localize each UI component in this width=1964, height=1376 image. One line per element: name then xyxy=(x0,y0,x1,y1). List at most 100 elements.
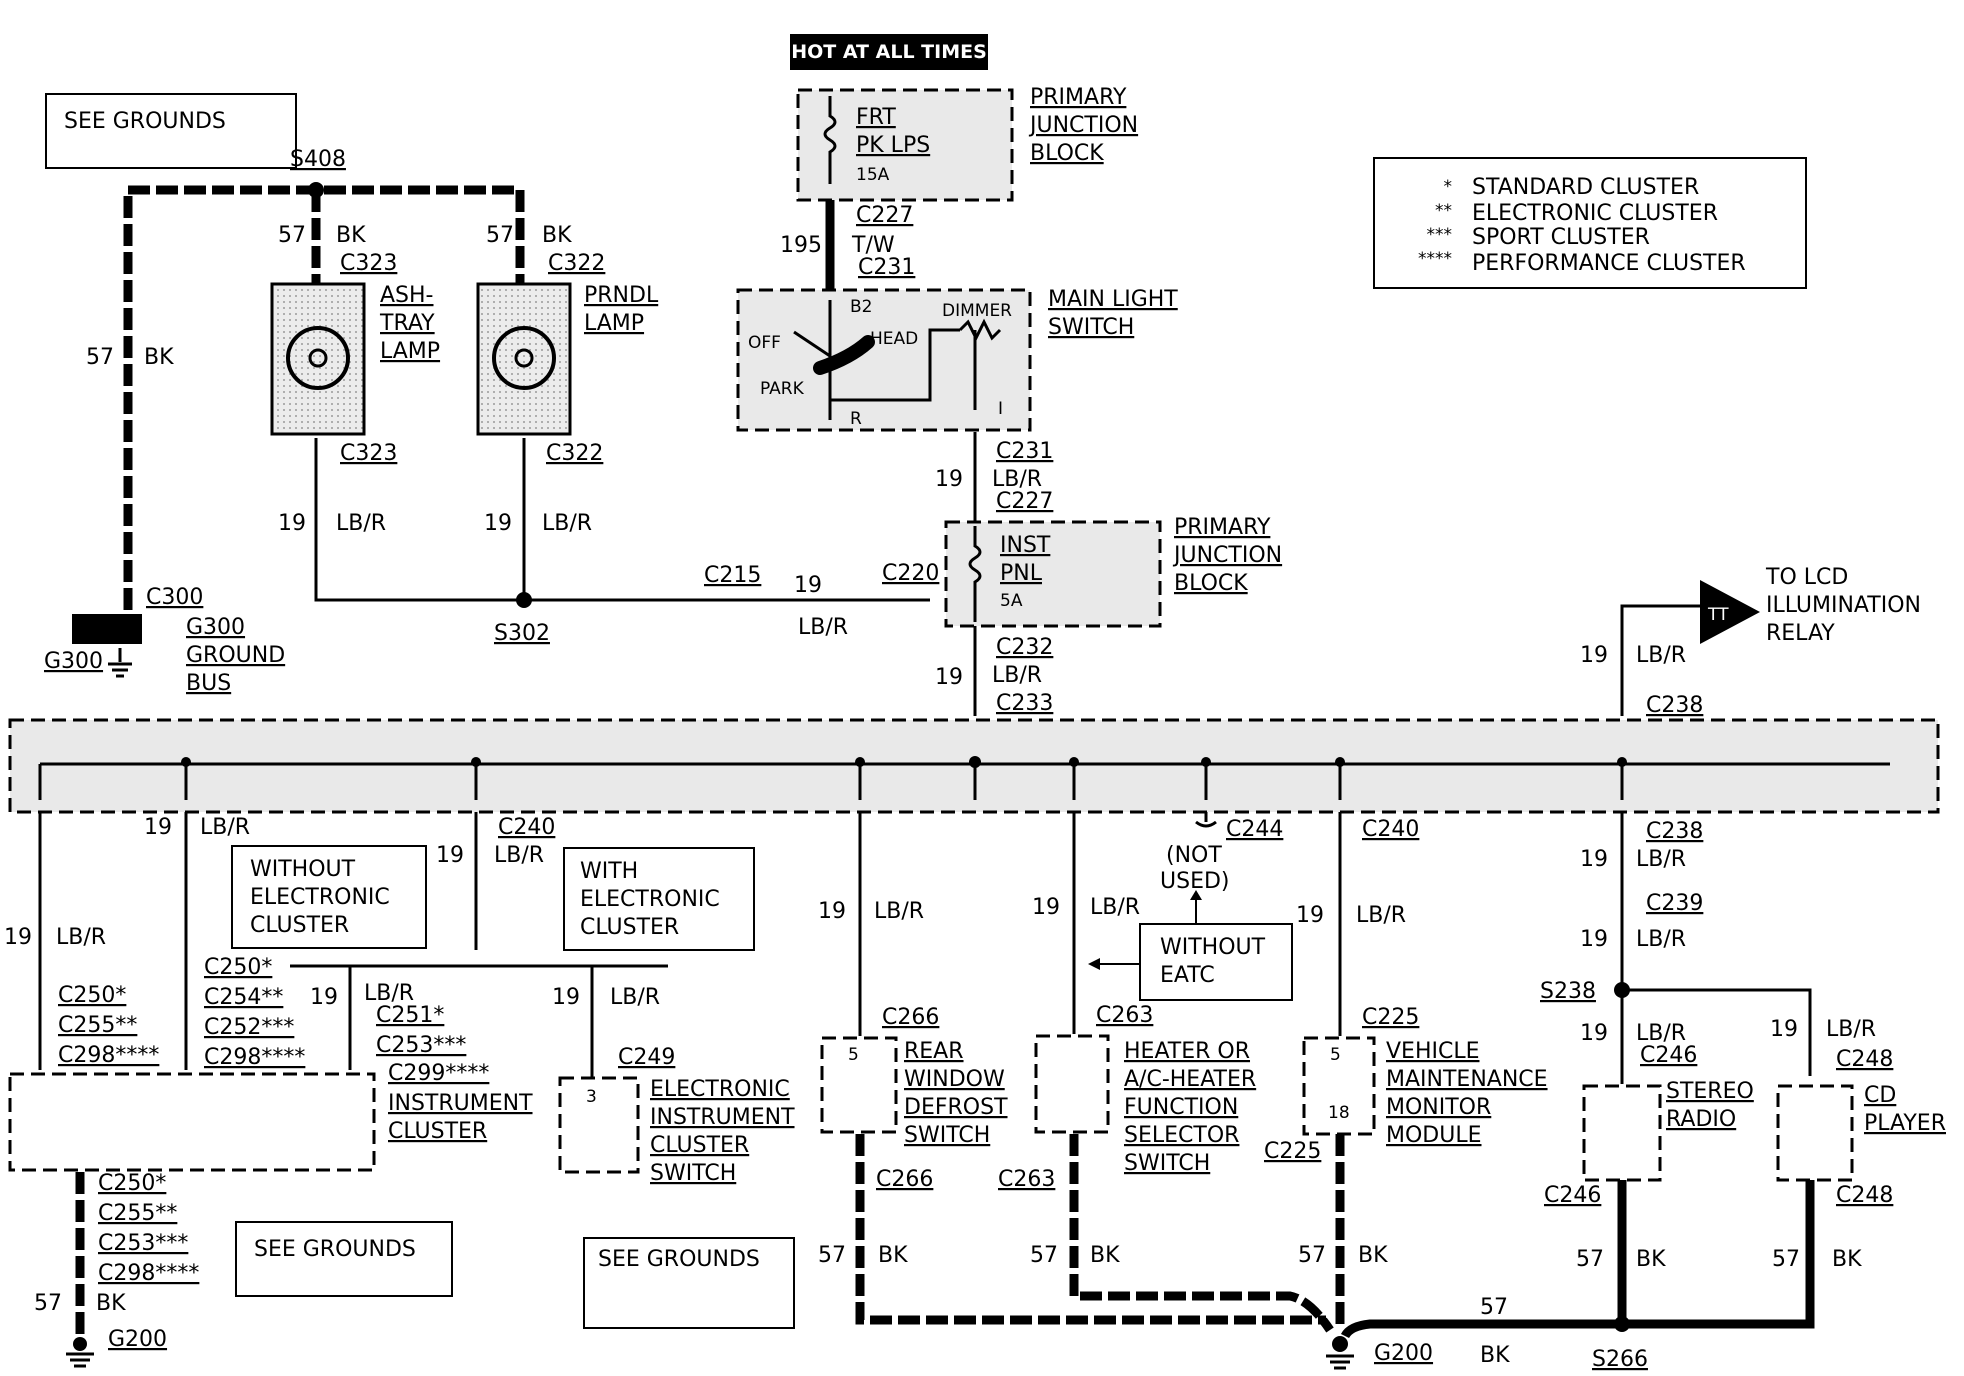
conn-c250-3: C250* xyxy=(98,1171,166,1196)
g300-label-left: G300 xyxy=(44,649,103,674)
wire-57-vmm: 57 xyxy=(1298,1243,1326,1268)
splice-s408-label: S408 xyxy=(290,147,346,172)
g200-label-left: G200 xyxy=(108,1327,167,1352)
see-grounds-text-3: SEE GROUNDS xyxy=(598,1247,760,1272)
conn-c253-1: C253*** xyxy=(376,1033,466,1058)
wo-ec-text-1: WITHOUT xyxy=(250,857,356,882)
legend-mark-4: **** xyxy=(1418,249,1452,269)
connector-c266-top: C266 xyxy=(882,1005,939,1030)
cd-player-box xyxy=(1776,1084,1854,1182)
vmm-label-3: MONITOR xyxy=(1386,1095,1491,1120)
wire-57-bottom: 57 xyxy=(1480,1295,1508,1320)
pin-5-vmm: 5 xyxy=(1330,1045,1341,1065)
g300-label-right: G300 xyxy=(186,615,245,640)
switch-pos-head: HEAD xyxy=(870,329,918,349)
hac-label-5: SWITCH xyxy=(1124,1151,1210,1176)
wire-19-c3: 19 xyxy=(436,843,464,868)
pjb-top-label-1: PRIMARY xyxy=(1030,85,1127,110)
conn-c299: C299**** xyxy=(388,1061,489,1086)
splice-s302 xyxy=(516,592,532,608)
heater-switch-box xyxy=(1034,1034,1110,1134)
ashtray-label-3: LAMP xyxy=(380,339,440,364)
connector-c248-bottom: C248 xyxy=(1836,1183,1893,1208)
conn-c254: C254** xyxy=(204,985,283,1010)
splice-s266 xyxy=(1614,1316,1630,1332)
switch-pos-park: PARK xyxy=(760,379,805,399)
splice-s238 xyxy=(1614,982,1630,998)
wire-19-lbr-audio xyxy=(1620,812,1812,1084)
fuse-inst-label-2: PNL xyxy=(1000,561,1043,586)
connector-c225-top: C225 xyxy=(1362,1005,1419,1030)
wire-57-stereo: 57 xyxy=(1576,1247,1604,1272)
not-used-label-1: (NOT xyxy=(1166,843,1222,868)
wire-bk-prndl: BK xyxy=(542,223,572,248)
vmm-label-4: MODULE xyxy=(1386,1123,1482,1148)
wire-57-left: 57 xyxy=(86,345,114,370)
wire-lbr-prndl: LB/R xyxy=(542,511,592,536)
wire-19-number-a: 19 xyxy=(935,467,963,492)
without-eatc-note xyxy=(1139,923,1293,1001)
ashtray-label-2: TRAY xyxy=(379,311,435,336)
ashtray-bulb xyxy=(286,326,350,390)
pin-5-rwd: 5 xyxy=(848,1045,859,1065)
connector-c246-bottom: C246 xyxy=(1544,1183,1601,1208)
bus-splice-2 xyxy=(471,757,481,767)
wire-57-rwd: 57 xyxy=(818,1243,846,1268)
cd-label-2: PLAYER xyxy=(1864,1111,1946,1136)
ground-symbol-g300 xyxy=(108,648,132,678)
connector-c238-bottom: C238 xyxy=(1646,819,1703,844)
prndl-lamp-box xyxy=(476,282,572,436)
wire-lbr-vmm: LB/R xyxy=(1356,903,1406,928)
ground-bus-label-2: BUS xyxy=(186,671,231,696)
main-light-switch-label-1: MAIN LIGHT xyxy=(1048,287,1178,312)
legend-performance: PERFORMANCE CLUSTER xyxy=(1472,251,1746,276)
cd-label-1: CD xyxy=(1864,1083,1896,1108)
ground-wires-audio xyxy=(1340,1180,1815,1339)
hot-at-all-times-label: HOT AT ALL TIMES xyxy=(791,41,987,63)
wire-19-audio-b: 19 xyxy=(1580,927,1608,952)
eatc-arrow-left xyxy=(1088,958,1100,970)
ground-symbol-g200 xyxy=(1326,1354,1354,1370)
wire-bk-cluster: BK xyxy=(96,1291,126,1316)
lcd-arrow-tt: TT xyxy=(1707,605,1729,625)
fuse-inst-label-1: INST xyxy=(1000,533,1051,558)
fuse-amp-5a: 5A xyxy=(1000,591,1023,611)
prndl-label-2: LAMP xyxy=(584,311,644,336)
fuse-name-2: PK LPS xyxy=(856,133,930,158)
eics-label-2: INSTRUMENT xyxy=(650,1105,795,1130)
wire-bk-rwd: BK xyxy=(878,1243,908,1268)
wire-bk-bottom: BK xyxy=(1480,1343,1510,1368)
hac-label-3: FUNCTION xyxy=(1124,1095,1238,1120)
fuse-inst-symbol xyxy=(968,526,982,622)
instrument-cluster-box xyxy=(8,1072,376,1172)
wire-lbr-audio-b: LB/R xyxy=(1636,927,1686,952)
pjb-top-label-3: BLOCK xyxy=(1030,141,1104,166)
switch-dimmer-label: DIMMER xyxy=(942,301,1012,321)
wire-19-prndl: 19 xyxy=(484,511,512,536)
wire-19-c4: 19 xyxy=(310,985,338,1010)
wire-57-heater: 57 xyxy=(1030,1243,1058,1268)
ground-bus-g300 xyxy=(72,614,142,644)
prndl-bulb xyxy=(492,326,556,390)
connector-c240-right: C240 xyxy=(1362,817,1419,842)
conn-c250-1: C250* xyxy=(58,983,126,1008)
lcd-label-2: ILLUMINATION xyxy=(1766,593,1921,618)
bus-splice-4 xyxy=(969,756,981,768)
ashtray-label-1: ASH- xyxy=(380,283,434,308)
conn-c298-1: C298**** xyxy=(58,1043,159,1068)
wire-lbr-color-a: LB/R xyxy=(992,467,1042,492)
wire-tw-color: T/W xyxy=(851,233,895,258)
wire-bk-heater: BK xyxy=(1090,1243,1120,1268)
eics-label-3: CLUSTER xyxy=(650,1133,749,1158)
wire-lbr-c5: LB/R xyxy=(610,985,660,1010)
pjb-mid-label-3: BLOCK xyxy=(1174,571,1248,596)
wire-19-ashtray: 19 xyxy=(278,511,306,536)
wire-19-audio-a: 19 xyxy=(1580,847,1608,872)
bus-splice-1 xyxy=(181,757,191,767)
wire-19-heater: 19 xyxy=(1032,895,1060,920)
rwd-label-4: SWITCH xyxy=(904,1123,990,1148)
ground-symbol-g200-left xyxy=(66,1352,94,1368)
wire-57-cd: 57 xyxy=(1772,1247,1800,1272)
conn-c251: C251* xyxy=(376,1003,444,1028)
vmm-label-1: VEHICLE xyxy=(1386,1039,1480,1064)
